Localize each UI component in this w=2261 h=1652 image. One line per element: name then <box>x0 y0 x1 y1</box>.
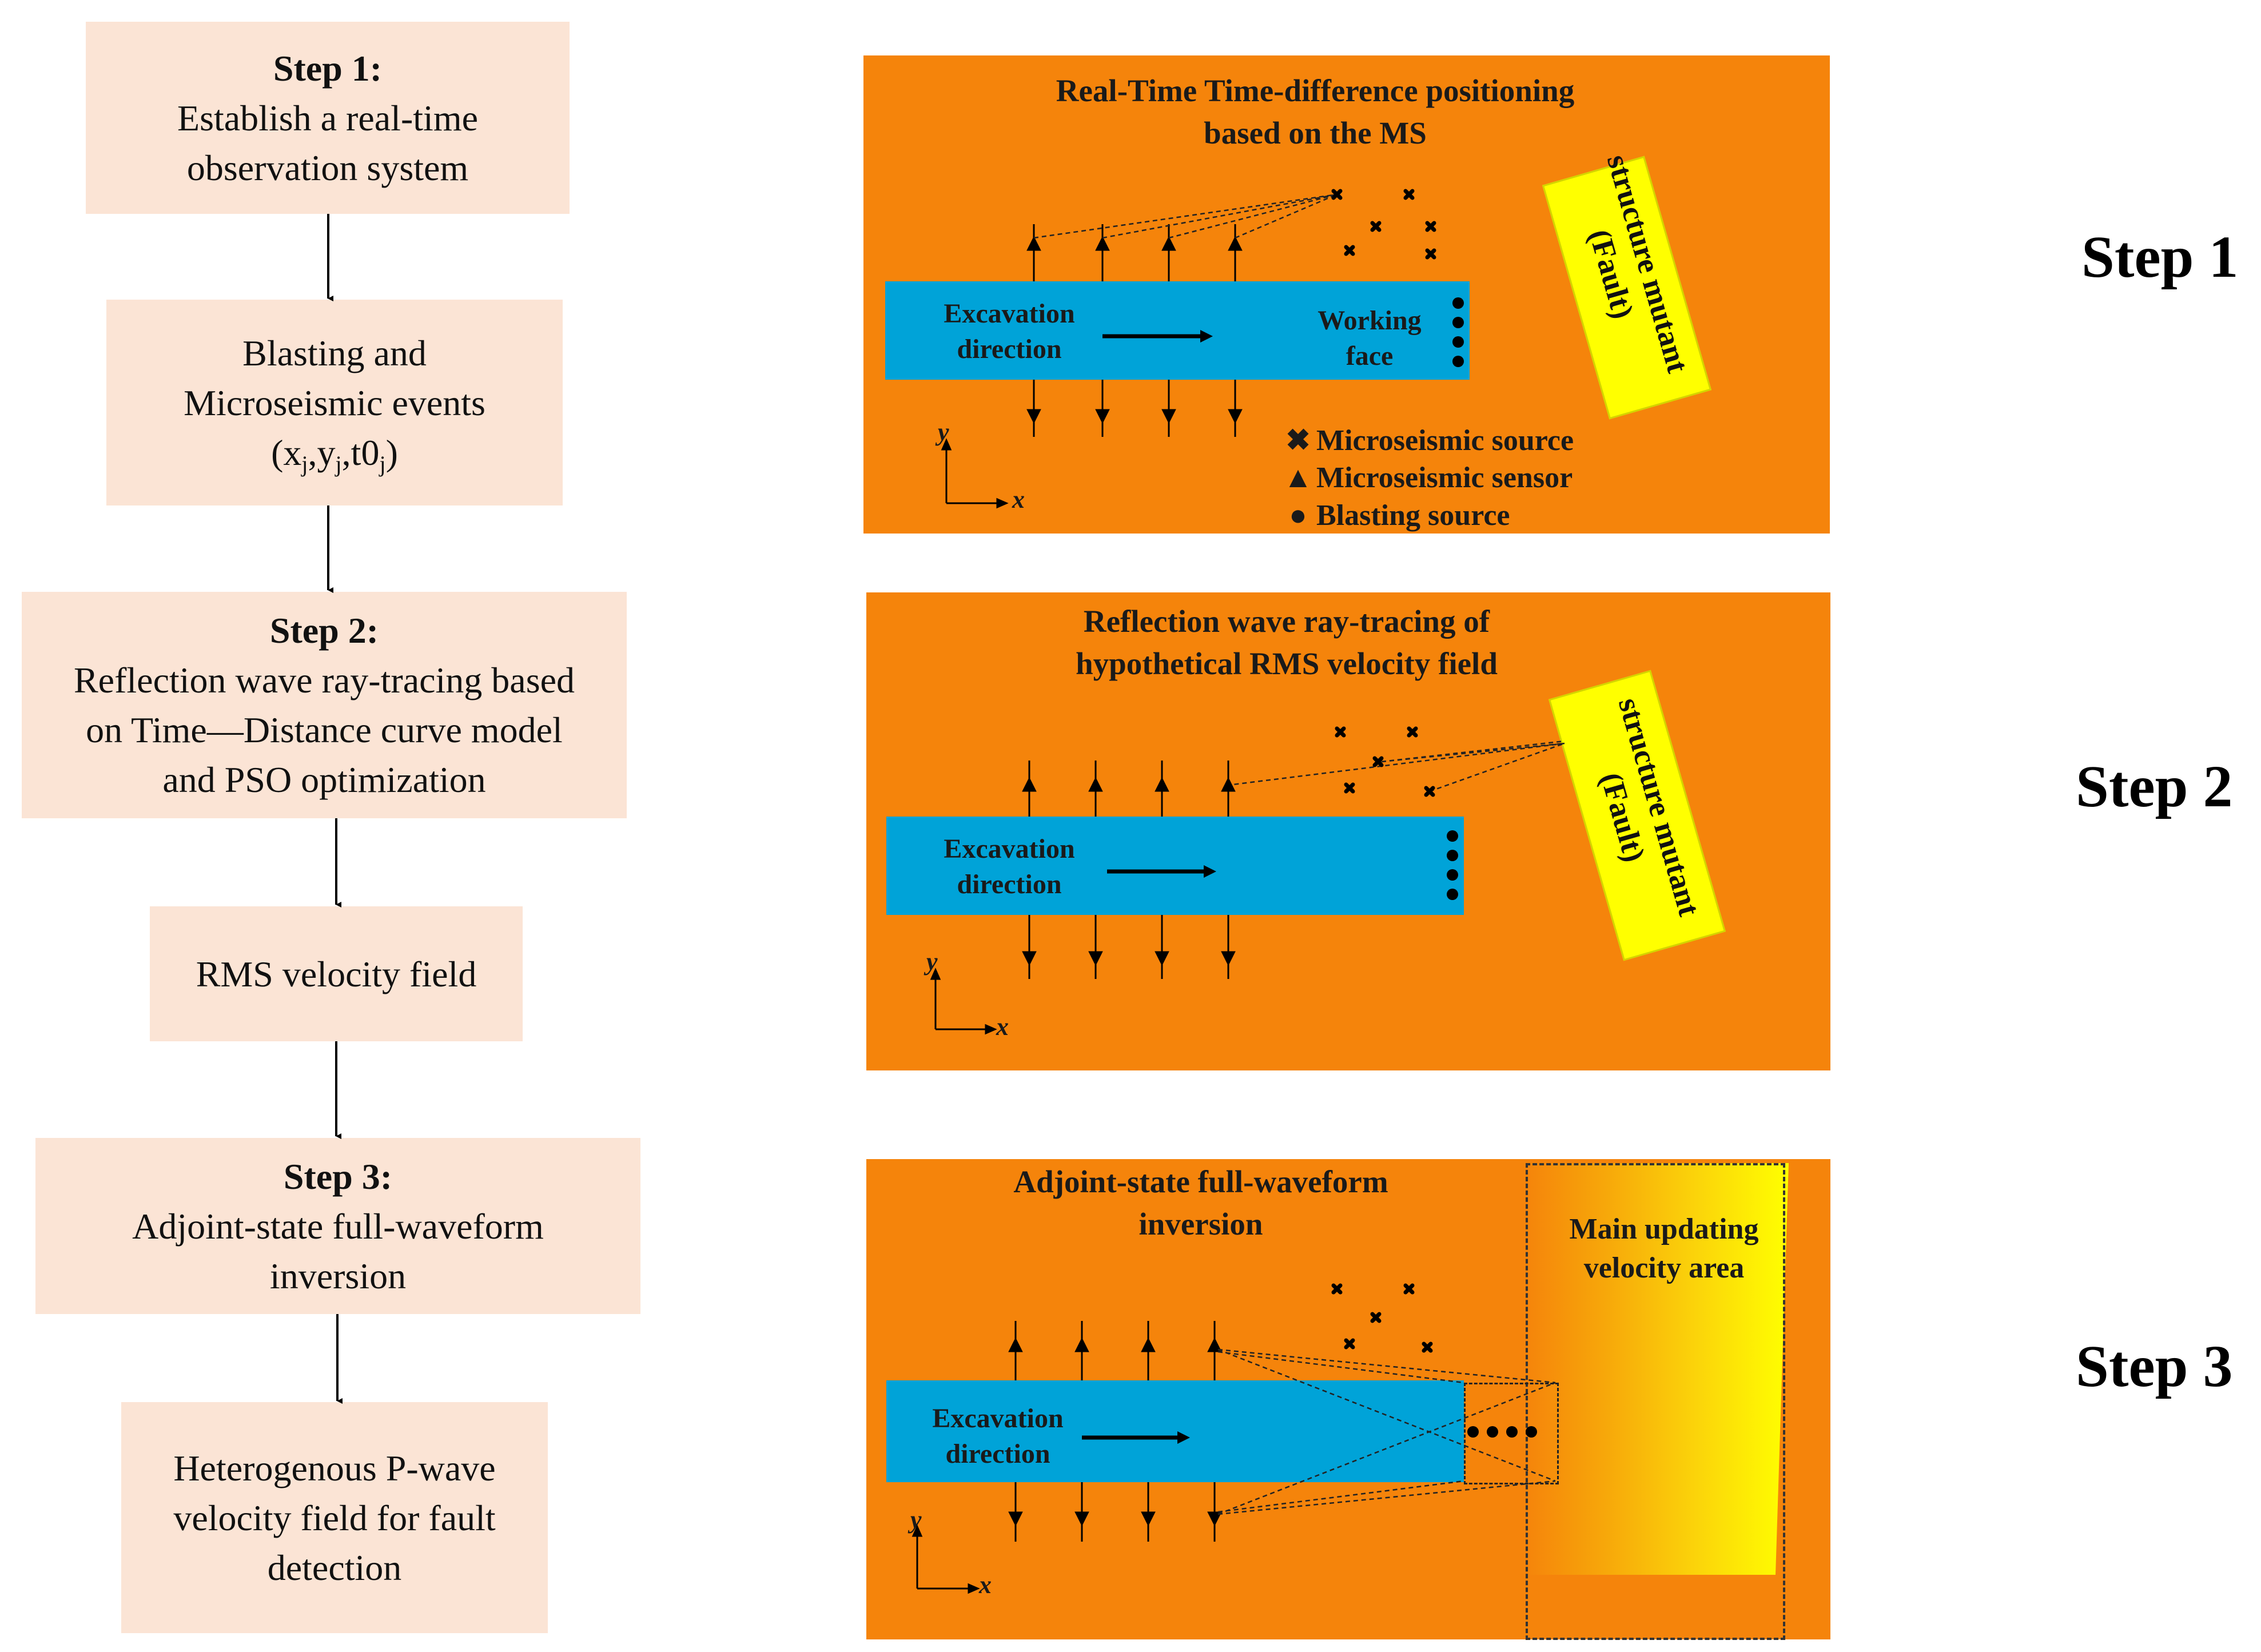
panel2-excavation-line1: Excavation <box>944 834 1075 864</box>
dot-icon: ● <box>1289 499 1307 532</box>
flow-step3-line2: inversion <box>269 1255 407 1296</box>
flow-step1-title: Step 1: <box>273 47 383 89</box>
panel1-axes <box>941 438 1009 509</box>
panel1-rays <box>1033 193 1338 239</box>
panel3-title: Adjoint-state full-waveform inversion <box>972 1161 1430 1245</box>
panel1-working-line1: Working <box>1317 305 1422 336</box>
coord-sub-2: j <box>335 451 342 477</box>
flow-step1-line2: observation system <box>186 147 469 188</box>
panel3-title-line2: inversion <box>1139 1207 1263 1241</box>
flow-box-blasting-events: Blasting and Microseismic events (xj,yj,… <box>106 300 563 505</box>
panel3-title-line1: Adjoint-state full-waveform <box>1013 1164 1388 1199</box>
panel3-axis-y: y <box>910 1506 922 1534</box>
panel1-tunnel <box>885 281 1470 380</box>
legend-source-label: Microseismic source <box>1316 424 1574 457</box>
panel3-sources <box>1331 1283 1433 1353</box>
panel1-legend-blast: ● Blasting source <box>1280 499 1510 532</box>
coord-x: (x <box>271 432 302 473</box>
flow-step3-title: Step 3: <box>283 1156 393 1197</box>
legend-blast-label: Blasting source <box>1316 499 1510 532</box>
step-label-2: Step 2 <box>2076 754 2233 819</box>
panel1-excavation-line1: Excavation <box>944 298 1075 329</box>
coord-sub-3: j <box>379 451 386 477</box>
panel3-blast-dots <box>1467 1426 1537 1438</box>
coord-y: ,y <box>308 432 336 473</box>
panel3-area-line1: Main updating <box>1569 1213 1759 1245</box>
panel2-sensors-bottom <box>1022 915 1236 979</box>
flow-box-step1: Step 1: Establish a real-time observatio… <box>86 22 570 214</box>
flow-result-line3: detection <box>267 1547 402 1588</box>
flow-box-result: Heterogenous P-wave velocity field for f… <box>121 1402 548 1633</box>
panel1-sources <box>1331 189 1436 260</box>
panel1-title-line1: Real-Time Time-difference positioning <box>1056 73 1575 108</box>
panel3-rays <box>1217 1348 1556 1515</box>
panel3-axes <box>911 1524 980 1594</box>
panel2-axes <box>930 968 997 1035</box>
flow-box-step3: Step 3: Adjoint-state full-waveform inve… <box>35 1138 640 1314</box>
panel1-sensors-bottom <box>1026 380 1243 437</box>
flow-step2-line3: and PSO optimization <box>162 759 486 800</box>
triangle-icon: ▲ <box>1283 461 1313 494</box>
panel1-working-line2: face <box>1346 341 1394 371</box>
panel2-title-line1: Reflection wave ray-tracing of <box>1083 604 1490 639</box>
flow-rms-line1: RMS velocity field <box>196 953 477 994</box>
panel2-sources <box>1335 726 1435 797</box>
coord-close: ) <box>385 432 398 473</box>
panel1-working-face-label: Working face <box>1287 303 1452 374</box>
panel3-tunnel <box>886 1380 1464 1482</box>
panel1-legend-sensor: ▲Microseismic sensor <box>1280 461 1573 495</box>
panel3-sensors-top <box>1008 1321 1222 1380</box>
panel2-axis-x: x <box>996 1013 1009 1041</box>
flow-step2-line1: Reflection wave ray-tracing based <box>73 660 575 700</box>
panel3-excavation-line1: Excavation <box>932 1403 1064 1434</box>
flow-box-rms: RMS velocity field <box>150 906 523 1041</box>
panel2-excavation-label: Excavation direction <box>909 831 1109 902</box>
flow-blasting-line2: Microseismic events <box>184 382 485 423</box>
step-label-1: Step 1 <box>2081 224 2239 290</box>
panel3-area-line2: velocity area <box>1583 1252 1745 1284</box>
panel3-working-face-box <box>1464 1383 1559 1484</box>
panel2-sensors-top <box>1022 761 1236 817</box>
flow-step1-line1: Establish a real-time <box>177 97 479 138</box>
coord-sub-1: j <box>301 451 308 477</box>
flow-result-line2: velocity field for fault <box>173 1497 496 1538</box>
panel1-axis-x: x <box>1012 485 1025 513</box>
step-label-3: Step 3 <box>2076 1333 2233 1399</box>
cross-icon: ✖ <box>1285 424 1311 457</box>
panel2-blast-dots <box>1447 830 1458 900</box>
flow-blasting-line1: Blasting and <box>242 332 427 373</box>
panel1-excavation-line2: direction <box>957 334 1062 364</box>
legend-sensor-label: Microseismic sensor <box>1316 461 1573 494</box>
panel2-title-line2: hypothetical RMS velocity field <box>1076 646 1498 681</box>
panel1-legend-source: ✖Microseismic source <box>1280 423 1574 457</box>
flow-result-line1: Heterogenous P-wave <box>173 1447 496 1488</box>
flow-blasting-coords: (xj,yj,t0j) <box>271 428 398 477</box>
flow-step3-line1: Adjoint-state full-waveform <box>132 1205 544 1247</box>
panel1-title: Real-Time Time-difference positioning ba… <box>972 70 1658 154</box>
flow-step2-line2: on Time—Distance curve model <box>86 710 563 750</box>
panel3-update-area-box <box>1526 1163 1785 1640</box>
flow-box-step2: Step 2: Reflection wave ray-tracing base… <box>22 592 627 818</box>
panel2-axis-y: y <box>926 948 938 976</box>
panel3-excavation-line2: direction <box>945 1439 1050 1469</box>
panel1-blast-dots <box>1452 297 1464 367</box>
panel3-velocity-gradient <box>1526 1163 1789 1575</box>
panel1-title-line2: based on the MS <box>1204 116 1427 150</box>
panel1-excavation-label: Excavation direction <box>909 296 1109 367</box>
panel1-sensors-top <box>1026 224 1243 281</box>
coord-t0: ,t0 <box>341 432 380 473</box>
panel3-sensors-bottom <box>1008 1482 1222 1542</box>
panel2-title: Reflection wave ray-tracing of hypotheti… <box>944 600 1630 685</box>
panel3-area-label: Main updating velocity area <box>1544 1210 1784 1288</box>
panel2-excavation-line2: direction <box>957 869 1062 899</box>
panel3-excavation-label: Excavation direction <box>898 1401 1098 1472</box>
flow-step2-title: Step 2: <box>269 610 379 651</box>
panel2-tunnel <box>886 817 1464 915</box>
panel3-axis-x: x <box>979 1571 992 1599</box>
panel2-rays <box>1232 740 1565 793</box>
